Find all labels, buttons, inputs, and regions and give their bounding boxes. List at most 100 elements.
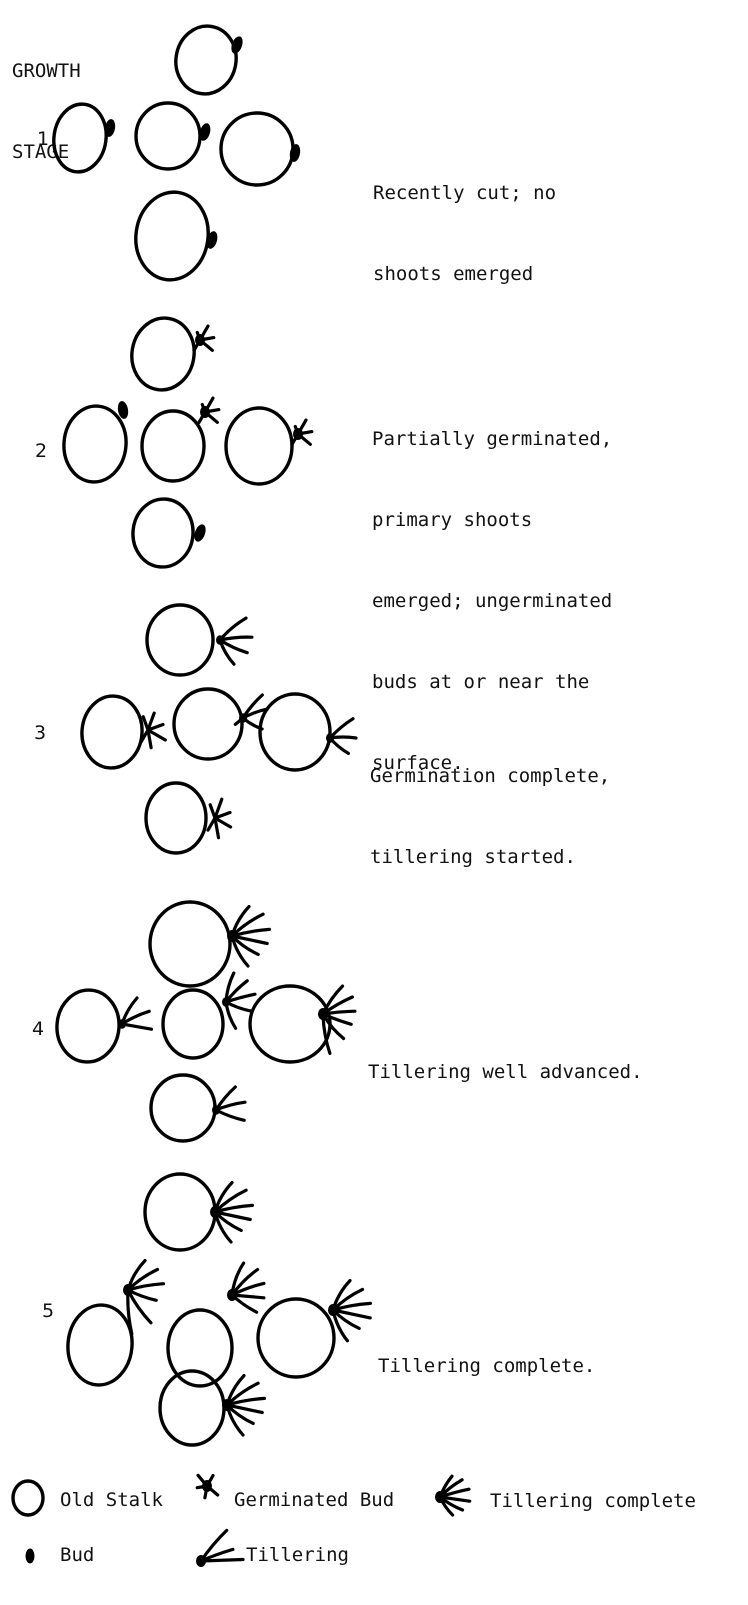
tillering-base	[212, 1105, 220, 1115]
legend-tillering-complete-symbol	[435, 1474, 472, 1517]
tillering-base	[326, 733, 334, 743]
old-stalk	[161, 988, 225, 1060]
germinated-bud-base	[200, 406, 210, 418]
stage-1-drawing	[52, 24, 301, 282]
bud	[199, 123, 211, 141]
legend-germinated-bud-label: Germinated Bud	[234, 1489, 395, 1511]
tillering-base	[216, 635, 224, 645]
stage-2-line-5: surface.	[372, 752, 464, 774]
bud	[289, 144, 301, 162]
old-stalk	[248, 984, 332, 1064]
bud	[117, 401, 129, 419]
old-stalk	[158, 1369, 226, 1447]
bud	[194, 524, 206, 542]
tillering-rays	[218, 616, 254, 666]
germinated-bud-rays	[290, 418, 314, 446]
legend-symbols	[11, 1473, 472, 1567]
header-line-1: GROWTH	[12, 60, 81, 82]
tillering-rays	[233, 693, 269, 731]
tillering-complete-base	[210, 1206, 220, 1218]
stage-5-description: Tillering complete.	[378, 1299, 595, 1407]
stage-3-description: Germination complete, tillering started.	[370, 709, 610, 898]
germinated-bud-base	[195, 334, 205, 346]
old-stalk	[143, 1172, 217, 1252]
stage-4-description: Tillering well advanced.	[368, 1005, 643, 1113]
legend-germinated-bud-symbol-base	[202, 1480, 212, 1492]
stage-2-line-3: emerged; ungerminated	[372, 590, 613, 612]
tillering-complete-rays	[230, 1261, 266, 1314]
old-stalk	[149, 1073, 217, 1143]
tillering-rays	[328, 717, 358, 755]
tillering-rays	[214, 1085, 247, 1122]
old-stalk	[148, 900, 232, 988]
old-stalk	[224, 406, 294, 486]
legend-bud-symbol	[25, 1548, 35, 1564]
tillering-complete-base	[318, 1008, 328, 1020]
germinated-bud	[290, 418, 314, 446]
tillering-complete	[222, 1374, 266, 1437]
tillering-complete-rays	[331, 1279, 372, 1343]
tillering-base	[222, 997, 230, 1007]
stage-4-line-1: Tillering well advanced.	[368, 1061, 643, 1083]
stage-3-line-2: tillering started.	[370, 846, 576, 868]
old-stalk	[166, 1308, 234, 1388]
legend-tillering-complete-label: Tillering complete	[490, 1490, 696, 1512]
stage-2-description: Partially germinated, primary shoots eme…	[372, 372, 612, 804]
tillering	[216, 616, 254, 666]
tillering-complete	[328, 1279, 372, 1343]
legend-tillering-symbol-base	[196, 1555, 206, 1567]
old-stalk	[144, 781, 208, 855]
tillering	[118, 996, 154, 1031]
old-stalk	[145, 603, 215, 677]
stage-1-description: Recently cut; no shoots emerged	[373, 126, 556, 315]
old-stalk	[219, 111, 295, 187]
stage-2-line-1: Partially germinated,	[372, 428, 613, 450]
germinated-bud	[139, 711, 167, 750]
tillering-complete-base	[227, 930, 237, 942]
old-stalk	[80, 694, 144, 770]
tillering-complete-base	[123, 1284, 133, 1296]
legend-tillering-label: Tillering	[246, 1544, 349, 1566]
tillering-complete	[123, 1259, 166, 1336]
stage-1-line-2: shoots emerged	[373, 263, 534, 285]
old-stalk	[258, 692, 332, 772]
germinated-bud	[192, 324, 216, 352]
tillering-complete-base	[222, 1399, 232, 1411]
bud	[231, 36, 243, 54]
tillering-complete	[318, 984, 357, 1055]
tillering-complete-base	[227, 1289, 237, 1301]
old-stalk	[130, 316, 196, 392]
tillering-complete-rays	[321, 984, 357, 1055]
tillering-rays	[120, 996, 154, 1031]
tillering-complete-rays	[225, 1374, 266, 1437]
bud	[104, 119, 116, 137]
tillering-complete	[227, 905, 271, 968]
legend-tillering-complete-symbol-base	[435, 1491, 445, 1503]
germinated-bud-rays	[139, 711, 167, 750]
tillering	[326, 717, 358, 755]
tillering-complete-rays	[213, 1181, 254, 1244]
stage-2-number: 2	[35, 440, 48, 462]
legend-tillering-complete-symbol-rays	[438, 1474, 472, 1517]
old-stalk	[131, 497, 195, 569]
germinated-bud	[206, 797, 233, 840]
tillering-complete-base	[328, 1304, 338, 1316]
old-stalk	[134, 101, 202, 171]
stage-1-number: 1	[37, 128, 50, 150]
stage-5-line-1: Tillering complete.	[378, 1355, 596, 1377]
stage-5-number: 5	[42, 1300, 55, 1322]
legend-old-stalk-label: Old Stalk	[60, 1489, 163, 1511]
old-stalk	[140, 409, 206, 483]
legend-tillering-symbol-rays	[199, 1528, 245, 1563]
bud	[206, 231, 218, 249]
tillering-rays	[224, 971, 257, 1030]
stage-2-line-2: primary shoots	[372, 509, 533, 531]
old-stalk	[55, 988, 121, 1064]
stage-3-drawing	[80, 603, 358, 855]
tillering	[212, 1085, 247, 1122]
old-stalk	[256, 1297, 336, 1379]
old-stalk	[134, 190, 210, 282]
legend-germinated-bud-symbol-rays	[195, 1473, 220, 1500]
tillering-complete-rays	[230, 905, 271, 968]
